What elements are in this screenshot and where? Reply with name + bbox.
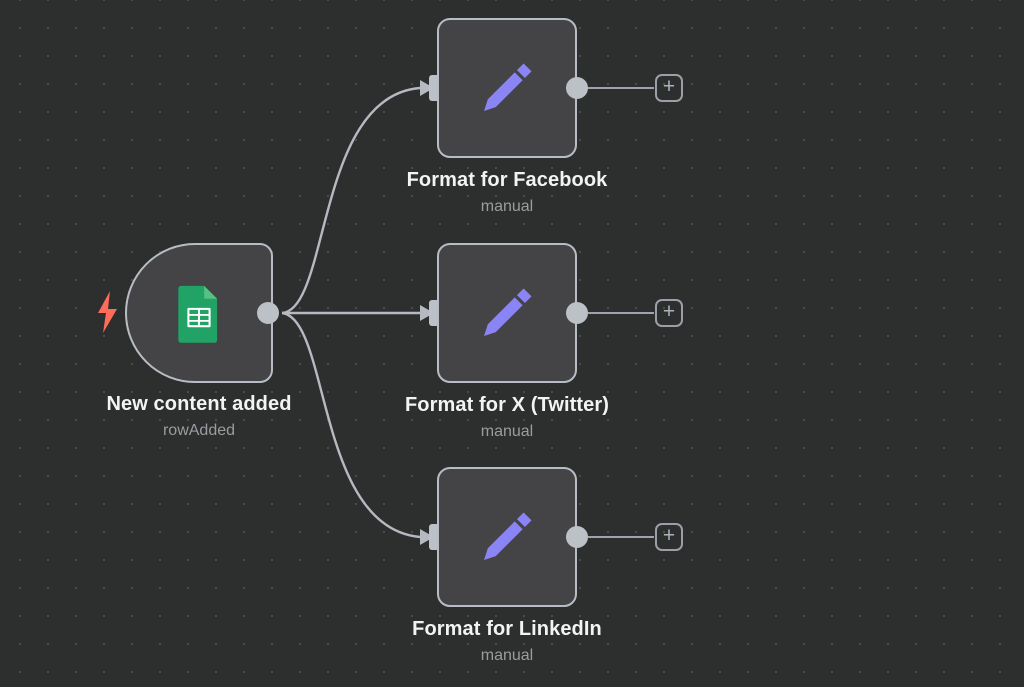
node-subtitle: manual [480,647,534,664]
node-icon-wrap [439,469,575,605]
caption-linkedin: Format for LinkedIn manual [342,617,672,667]
node-title: New content added [106,393,292,415]
add-node-button-after-twitter[interactable]: + [655,299,683,327]
node-format-for-facebook[interactable] [437,18,577,158]
input-port-facebook[interactable] [429,75,440,101]
output-port-twitter[interactable] [566,302,588,324]
node-icon-wrap [439,20,575,156]
node-format-for-linkedin[interactable] [437,467,577,607]
caption-facebook: Format for Facebook manual [342,168,672,218]
output-port-trigger[interactable] [257,302,279,324]
node-subtitle: manual [480,198,534,215]
caption-trigger: New content added rowAdded [34,392,364,442]
node-subtitle: rowAdded [162,422,236,439]
input-port-linkedin[interactable] [429,524,440,550]
input-port-twitter[interactable] [429,300,440,326]
node-title: Format for Facebook [406,169,608,191]
node-title: Format for X (Twitter) [404,394,610,416]
output-port-facebook[interactable] [566,77,588,99]
node-title: Format for LinkedIn [412,618,602,640]
node-format-for-x-twitter[interactable] [437,243,577,383]
caption-twitter: Format for X (Twitter) manual [342,393,672,443]
node-icon-wrap [439,245,575,381]
add-node-button-after-facebook[interactable]: + [655,74,683,102]
lightning-bolt-icon [98,291,117,333]
pencil-icon [484,63,532,111]
pencil-icon [484,288,532,336]
add-node-button-after-linkedin[interactable]: + [655,523,683,551]
google-sheets-icon [178,285,218,343]
output-port-linkedin[interactable] [566,526,588,548]
pencil-icon [484,512,532,560]
node-trigger-new-content-added[interactable] [125,243,273,383]
node-subtitle: manual [480,423,534,440]
node-icon-wrap [127,245,271,381]
